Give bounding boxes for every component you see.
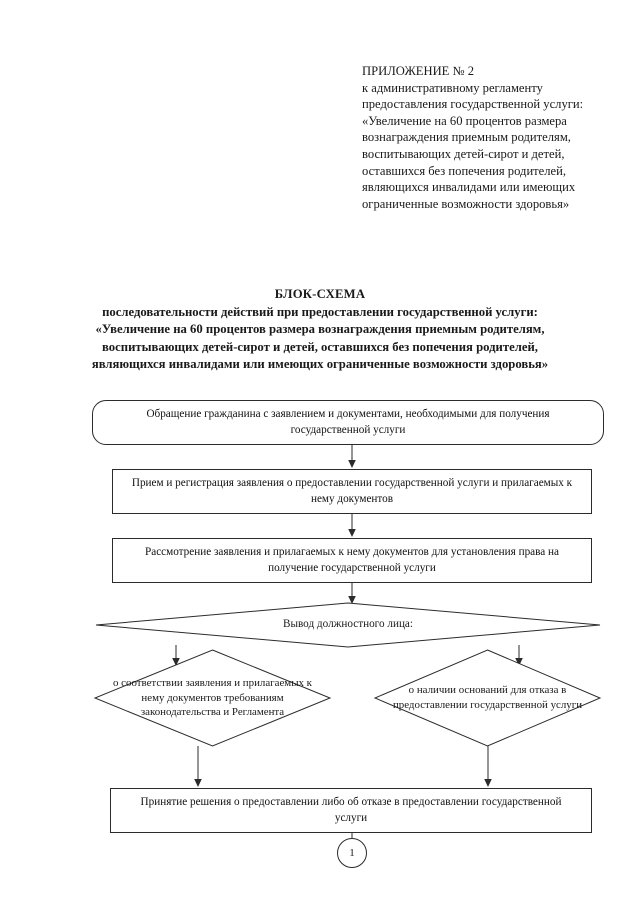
flow-node-start: Обращение гражданина с заявлением и доку… <box>92 400 604 445</box>
connector-refusal-to-decision <box>484 746 492 787</box>
scheme-title-main: БЛОК-СХЕМА <box>274 287 366 301</box>
decision-header-diamond-shape <box>95 602 601 648</box>
appendix-body-text: к административному регламенту предостав… <box>362 80 584 211</box>
flow-node-page-connector-label: 1 <box>349 847 355 859</box>
connector-review-to-decision-header <box>348 583 356 604</box>
appendix-header: ПРИЛОЖЕНИЕ № 2 к административному регла… <box>362 63 598 212</box>
flow-node-branch-refusal: о наличии оснований для отказа в предост… <box>373 649 602 747</box>
branch-compliant-diamond-shape <box>93 649 332 747</box>
flow-node-review-label: Рассмотрение заявления и прилагаемых к н… <box>145 545 559 574</box>
flow-node-decision-label: Принятие решения о предоставлении либо о… <box>140 795 562 824</box>
flow-node-start-label: Обращение гражданина с заявлением и доку… <box>146 407 550 436</box>
flow-node-decision-header: Вывод должностного лица: <box>95 602 601 648</box>
connector-decision-header-to-refusal <box>515 645 523 666</box>
flow-node-branch-compliant: о соответствии заявления и прилагаемых к… <box>93 649 332 747</box>
branch-refusal-diamond-shape <box>373 649 602 747</box>
flow-node-review: Рассмотрение заявления и прилагаемых к н… <box>112 538 592 583</box>
scheme-title: БЛОК-СХЕМА последовательности действий п… <box>66 286 574 374</box>
connector-decision-header-to-compliant <box>172 645 180 666</box>
scheme-title-sub: последовательности действий при предоста… <box>91 304 549 372</box>
flow-node-decision: Принятие решения о предоставлении либо о… <box>110 788 592 833</box>
connector-compliant-to-decision <box>194 746 202 787</box>
flow-node-page-connector: 1 <box>337 838 367 868</box>
flow-node-registration-label: Прием и регистрация заявления о предоста… <box>131 476 573 505</box>
connector-registration-to-review <box>348 514 356 537</box>
flow-node-registration: Прием и регистрация заявления о предоста… <box>112 469 592 514</box>
appendix-heading: ПРИЛОЖЕНИЕ № 2 <box>362 64 474 78</box>
connector-start-to-registration <box>348 445 356 468</box>
